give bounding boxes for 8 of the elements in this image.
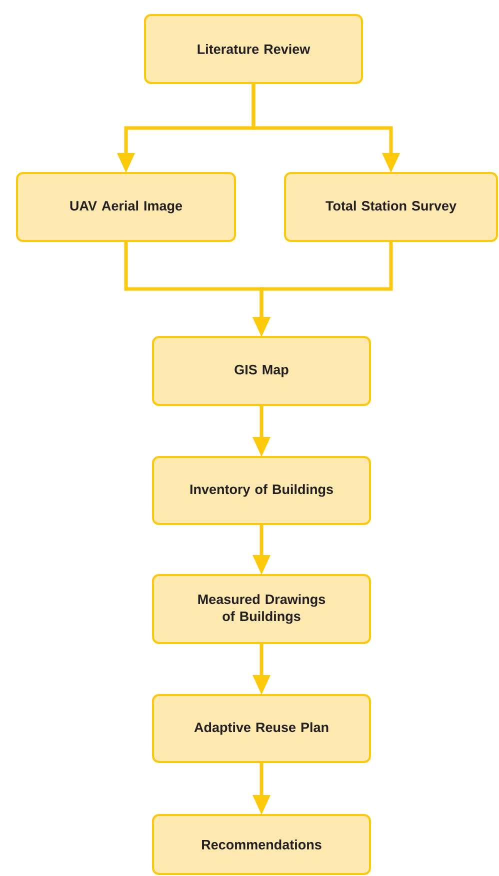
process-box: Total Station Survey — [284, 172, 498, 242]
process-box: UAV Aerial Image — [16, 172, 236, 242]
process-box: GIS Map — [152, 336, 371, 406]
process-box: Literature Review — [144, 14, 363, 84]
process-box: Recommendations — [152, 814, 371, 875]
process-box: Measured Drawings of Buildings — [152, 574, 371, 644]
process-box: Inventory of Buildings — [152, 456, 371, 525]
process-box: Adaptive Reuse Plan — [152, 694, 371, 763]
